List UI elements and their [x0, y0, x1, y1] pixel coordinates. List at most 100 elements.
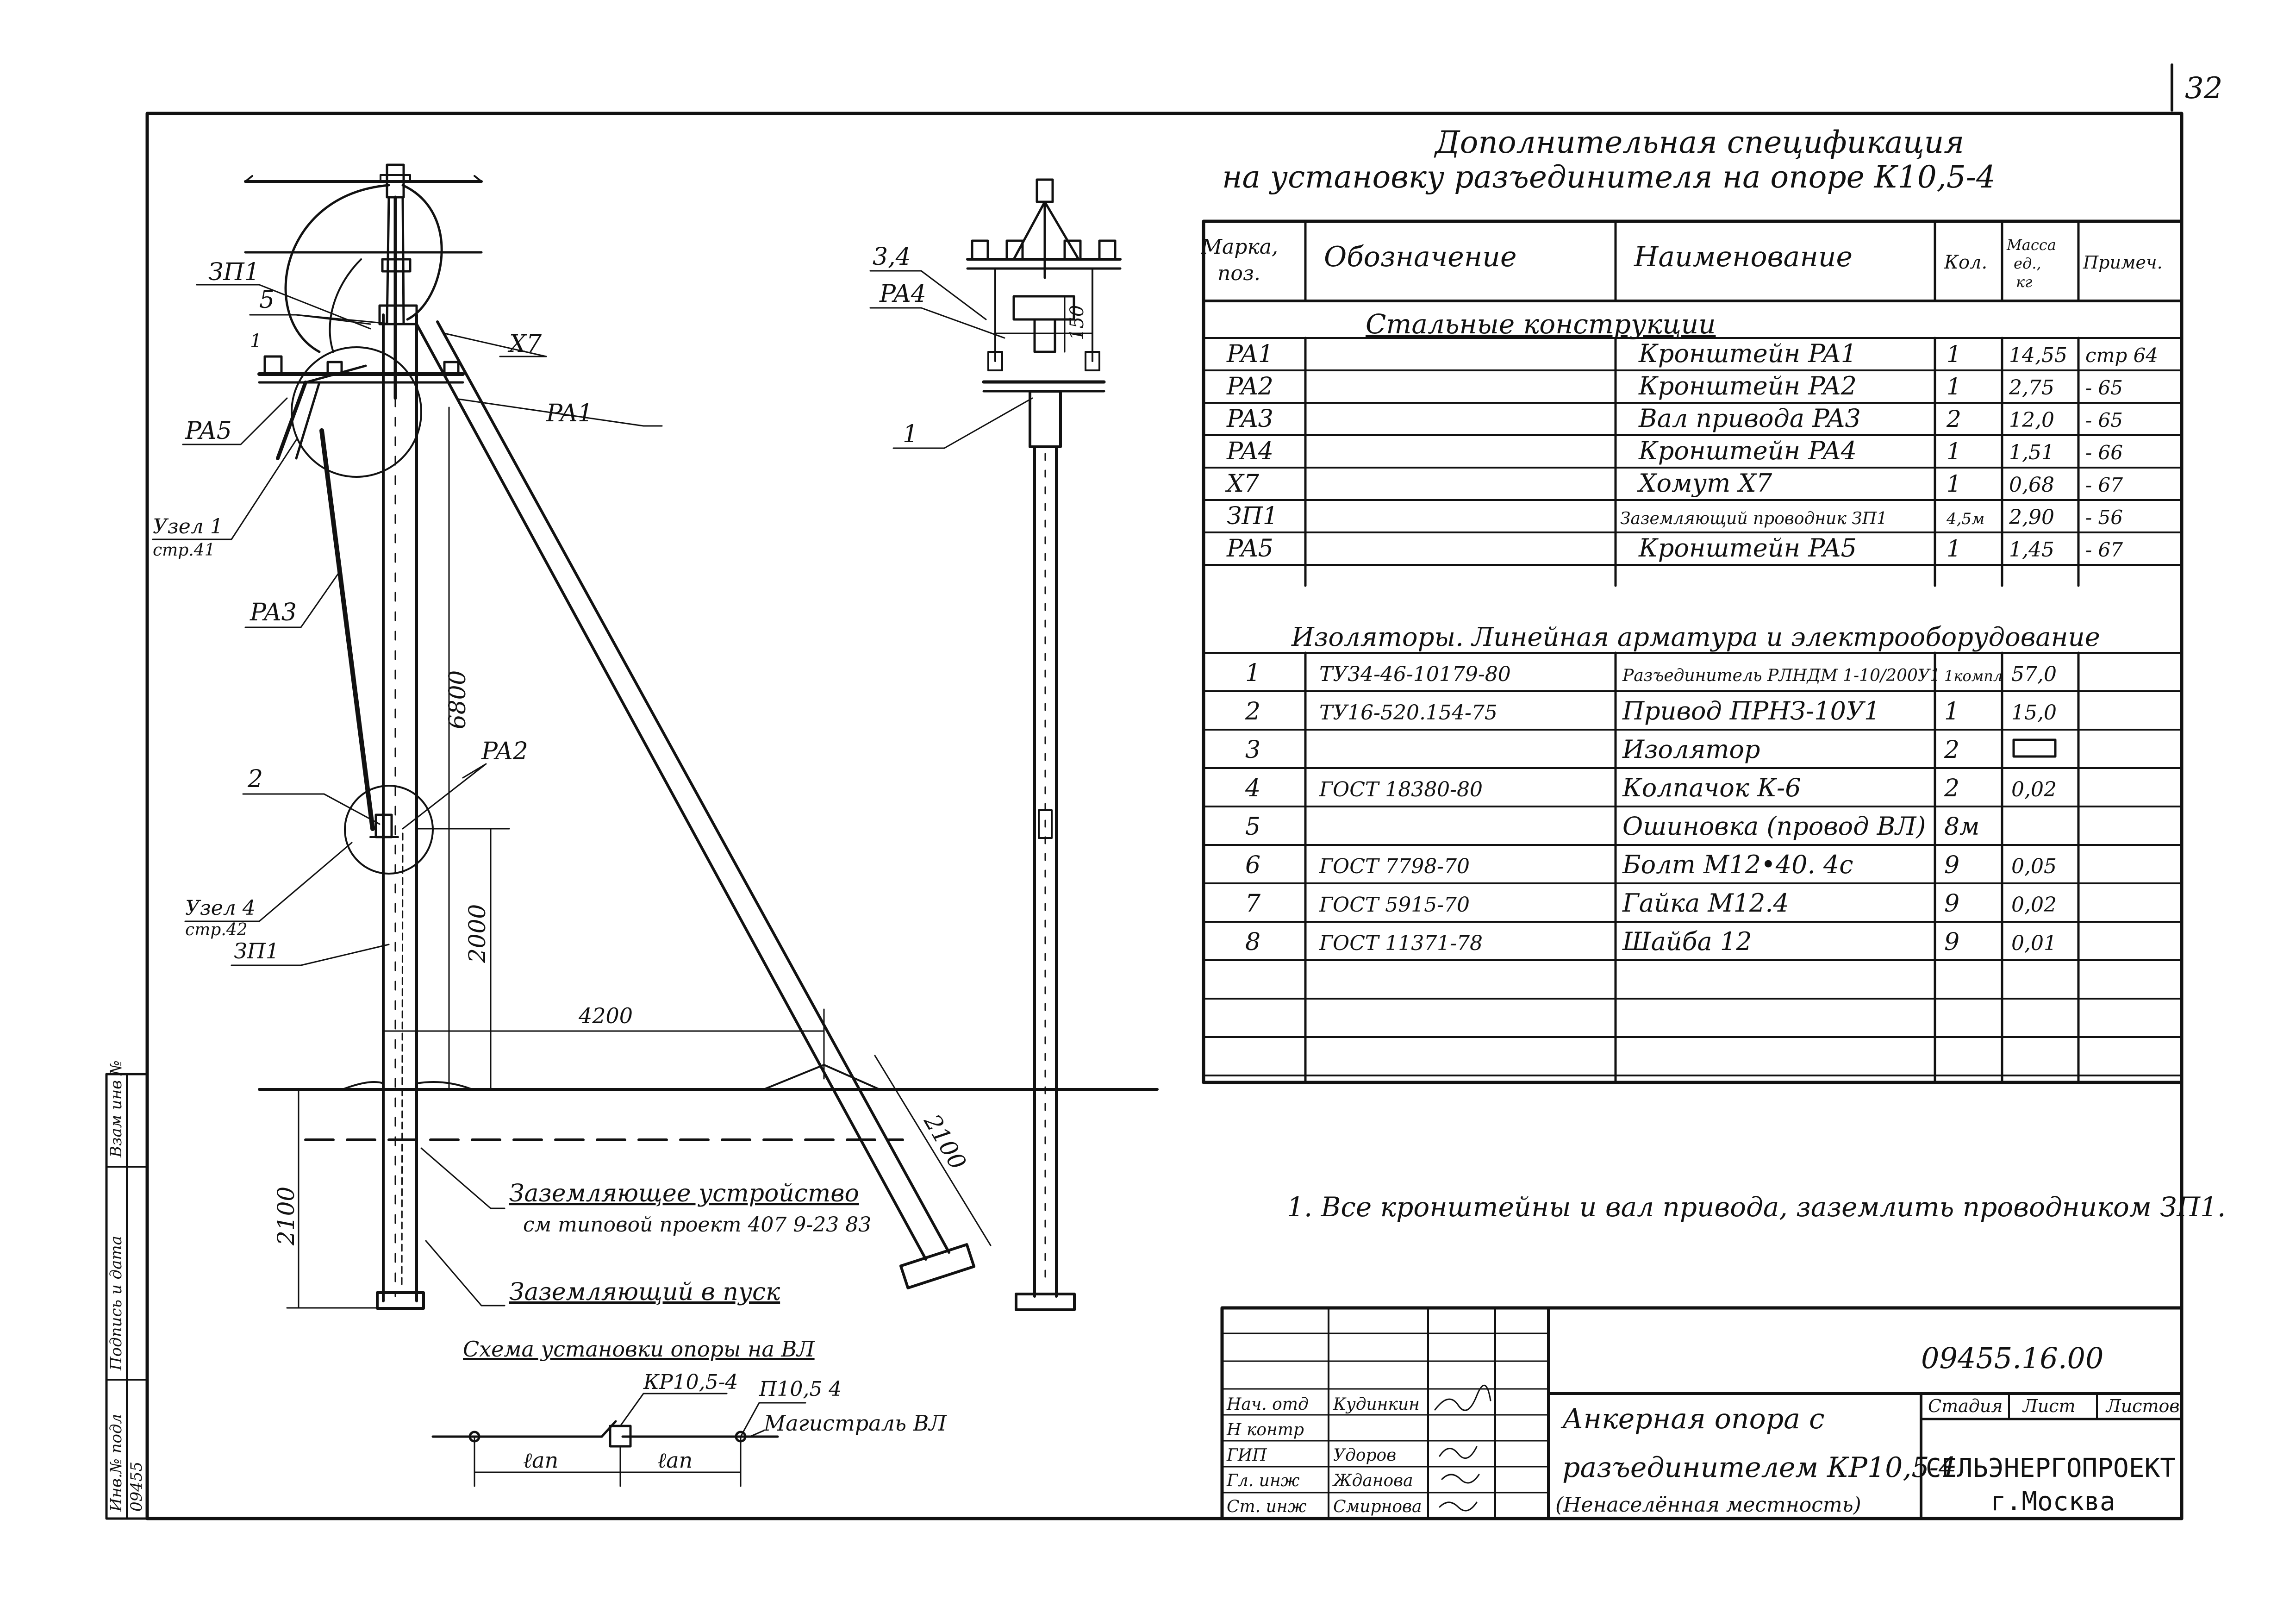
insulator-row-qty: 8м: [1944, 813, 1979, 841]
org-line1: СЕЛЬЭНЕРГОПРОЕКТ: [1926, 1453, 2176, 1483]
left-pole-view: 6800 2000 4200 2100 2100 ЗП1 5 1 Х7: [152, 163, 1159, 1310]
label-grounding-outlet: Заземляющий в пуск: [509, 1278, 780, 1306]
label-3-4: 3,4: [873, 243, 911, 271]
label-1: 1: [250, 331, 262, 352]
steel-row-note: - 65: [2085, 409, 2123, 431]
insulator-row-mark: 6: [1245, 851, 1260, 879]
insulator-row-mark: 2: [1245, 698, 1260, 725]
sheet-title-1: Анкерная опора с: [1560, 1403, 1825, 1435]
label-pa4-right: PA4: [879, 280, 926, 308]
steel-row-mark: PA5: [1226, 535, 1273, 563]
scheme-main: Магистраль ВЛ: [763, 1411, 947, 1436]
steel-row-mark: ЗП1: [1227, 502, 1278, 530]
tb-role: Ст. инж: [1227, 1497, 1306, 1516]
label-2: 2: [247, 765, 263, 793]
insulator-row-name: Шайба 12: [1622, 927, 1752, 956]
section-insulators: Изоляторы. Линейная арматура и электрооб…: [1291, 622, 2100, 652]
insulator-row-designation: ГОСТ 7798-70: [1319, 855, 1470, 878]
insulator-row-qty: 2: [1944, 775, 1959, 802]
spec-title-line1: Дополнительная спецификация: [1434, 125, 1964, 160]
tb-role-name: Смирнова: [1333, 1497, 1422, 1516]
steel-row-name: Кронштейн PA1: [1638, 339, 1857, 368]
label-grounding-ref: см типовой проект 407 9-23 83: [523, 1213, 871, 1237]
label-uzel1: Узел 1: [153, 515, 223, 538]
steel-row-mass: 1,45: [2009, 538, 2054, 562]
tb-role: ГИП: [1226, 1446, 1267, 1465]
insulator-row-qty: 1: [1944, 698, 1959, 725]
scheme-p: П10,5 4: [759, 1377, 842, 1401]
org-line2: г.Москва: [1990, 1487, 2115, 1517]
insulator-row-mass: 0,05: [2011, 855, 2057, 878]
steel-row-note: - 66: [2085, 441, 2123, 464]
insulator-row-name: Гайка М12.4: [1622, 888, 1789, 918]
dim-2100-left: 2100: [273, 1187, 299, 1246]
steel-row-mark: PA2: [1226, 373, 1273, 400]
steel-row-name: Кронштейн PA2: [1638, 371, 1857, 400]
header-mark: Марка,: [1201, 235, 1278, 259]
header-mass: Масса: [2006, 236, 2056, 254]
steel-row-mass: 12,0: [2009, 408, 2054, 432]
steel-row-name: Хомут Х7: [1637, 469, 1772, 498]
header-name: Наименование: [1634, 241, 1853, 273]
insulator-row-designation: ТУ34-46-10179-80: [1319, 663, 1511, 686]
side-stamp-col1: Инв.№ подл: [107, 1414, 125, 1512]
insulator-row-mark: 7: [1245, 890, 1261, 918]
dim-2100-right: 2100: [918, 1109, 971, 1174]
insulator-row-name: Привод ПРНЗ-10У1: [1622, 696, 1880, 725]
header-mass-3: кг: [2016, 273, 2032, 291]
label-zp1-bottom: ЗП1: [234, 938, 279, 963]
label-pa5: PA5: [185, 417, 232, 445]
stage-header-sheets: Листов: [2105, 1396, 2180, 1416]
label-5: 5: [259, 286, 275, 314]
spec-table-grid: [1202, 219, 2184, 1084]
tb-role: Нач. отд: [1226, 1395, 1309, 1414]
stage-header-stage: Стадия: [1928, 1396, 2003, 1416]
header-designation: Обозначение: [1324, 241, 1516, 273]
insulator-row-name: Болт М12•40. 4с: [1622, 850, 1853, 879]
steel-row-name: Кронштейн PA4: [1638, 436, 1857, 465]
specification: Дополнительная спецификация на установку…: [1201, 125, 2184, 1084]
insulator-row-qty: 1компл: [1944, 667, 2003, 685]
insulator-row-mark: 5: [1245, 813, 1260, 841]
steel-row-note: стр 64: [2085, 344, 2158, 367]
label-pa2: PA2: [481, 738, 528, 765]
side-stamp-col2: Подпись и дата: [107, 1236, 125, 1371]
insulator-row-mark: 3: [1245, 736, 1260, 764]
insulator-row-name: Колпачок К-6: [1622, 773, 1801, 802]
label-uzel1-page: стр.41: [153, 541, 215, 560]
insulator-row-designation: ТУ16-520.154-75: [1319, 701, 1497, 725]
steel-row-qty: 1: [1947, 438, 1961, 465]
steel-row-mass: 0,68: [2009, 473, 2054, 497]
side-stamp: Взам инв № Подпись и дата Инв.№ подл 094…: [105, 1060, 149, 1520]
side-stamp-col3: Взам инв №: [107, 1060, 125, 1158]
header-mass-2: ед.,: [2014, 255, 2041, 272]
steel-row-mark: PA4: [1226, 438, 1273, 465]
stage-header-sheet: Лист: [2022, 1396, 2076, 1416]
insulator-row-mass: 0,01: [2011, 932, 2057, 955]
insulator-row-qty: 9: [1944, 851, 1959, 879]
steel-row-mass: 2,75: [2009, 376, 2054, 400]
steel-row-name: Кронштейн PA5: [1638, 533, 1857, 563]
label-1-right: 1: [903, 420, 918, 448]
steel-row-mark: Х7: [1225, 470, 1260, 498]
installation-scheme: Схема установки опоры на ВЛ КР10,5-4 П10…: [431, 1337, 947, 1487]
right-pole-view: 150 3,4 PA4 1: [869, 178, 1122, 1311]
insulator-row-name: Изолятор: [1622, 735, 1760, 764]
insulator-mass-box: [2012, 738, 2057, 758]
insulator-row-name: Ошиновка (провод ВЛ): [1622, 812, 1926, 841]
general-note: 1. Все кронштейны и вал привода, заземли…: [1287, 1191, 2226, 1223]
insulator-row-qty: 9: [1944, 928, 1959, 956]
insulator-row-designation: ГОСТ 18380-80: [1319, 778, 1483, 801]
steel-row-qty: 1: [1947, 470, 1961, 497]
dim-4200: 4200: [578, 1003, 633, 1028]
scheme-kr: КР10,5-4: [643, 1370, 738, 1394]
insulator-row-mass: 0,02: [2011, 893, 2057, 917]
dim-6800: 6800: [444, 670, 471, 729]
spec-title-line2: на установку разъединителя на опоре К10,…: [1222, 159, 1996, 195]
steel-row-mark: PA3: [1226, 405, 1273, 433]
insulator-row-mark: 4: [1245, 775, 1260, 802]
steel-row-name: Заземляющий проводник ЗП1: [1620, 509, 1887, 528]
